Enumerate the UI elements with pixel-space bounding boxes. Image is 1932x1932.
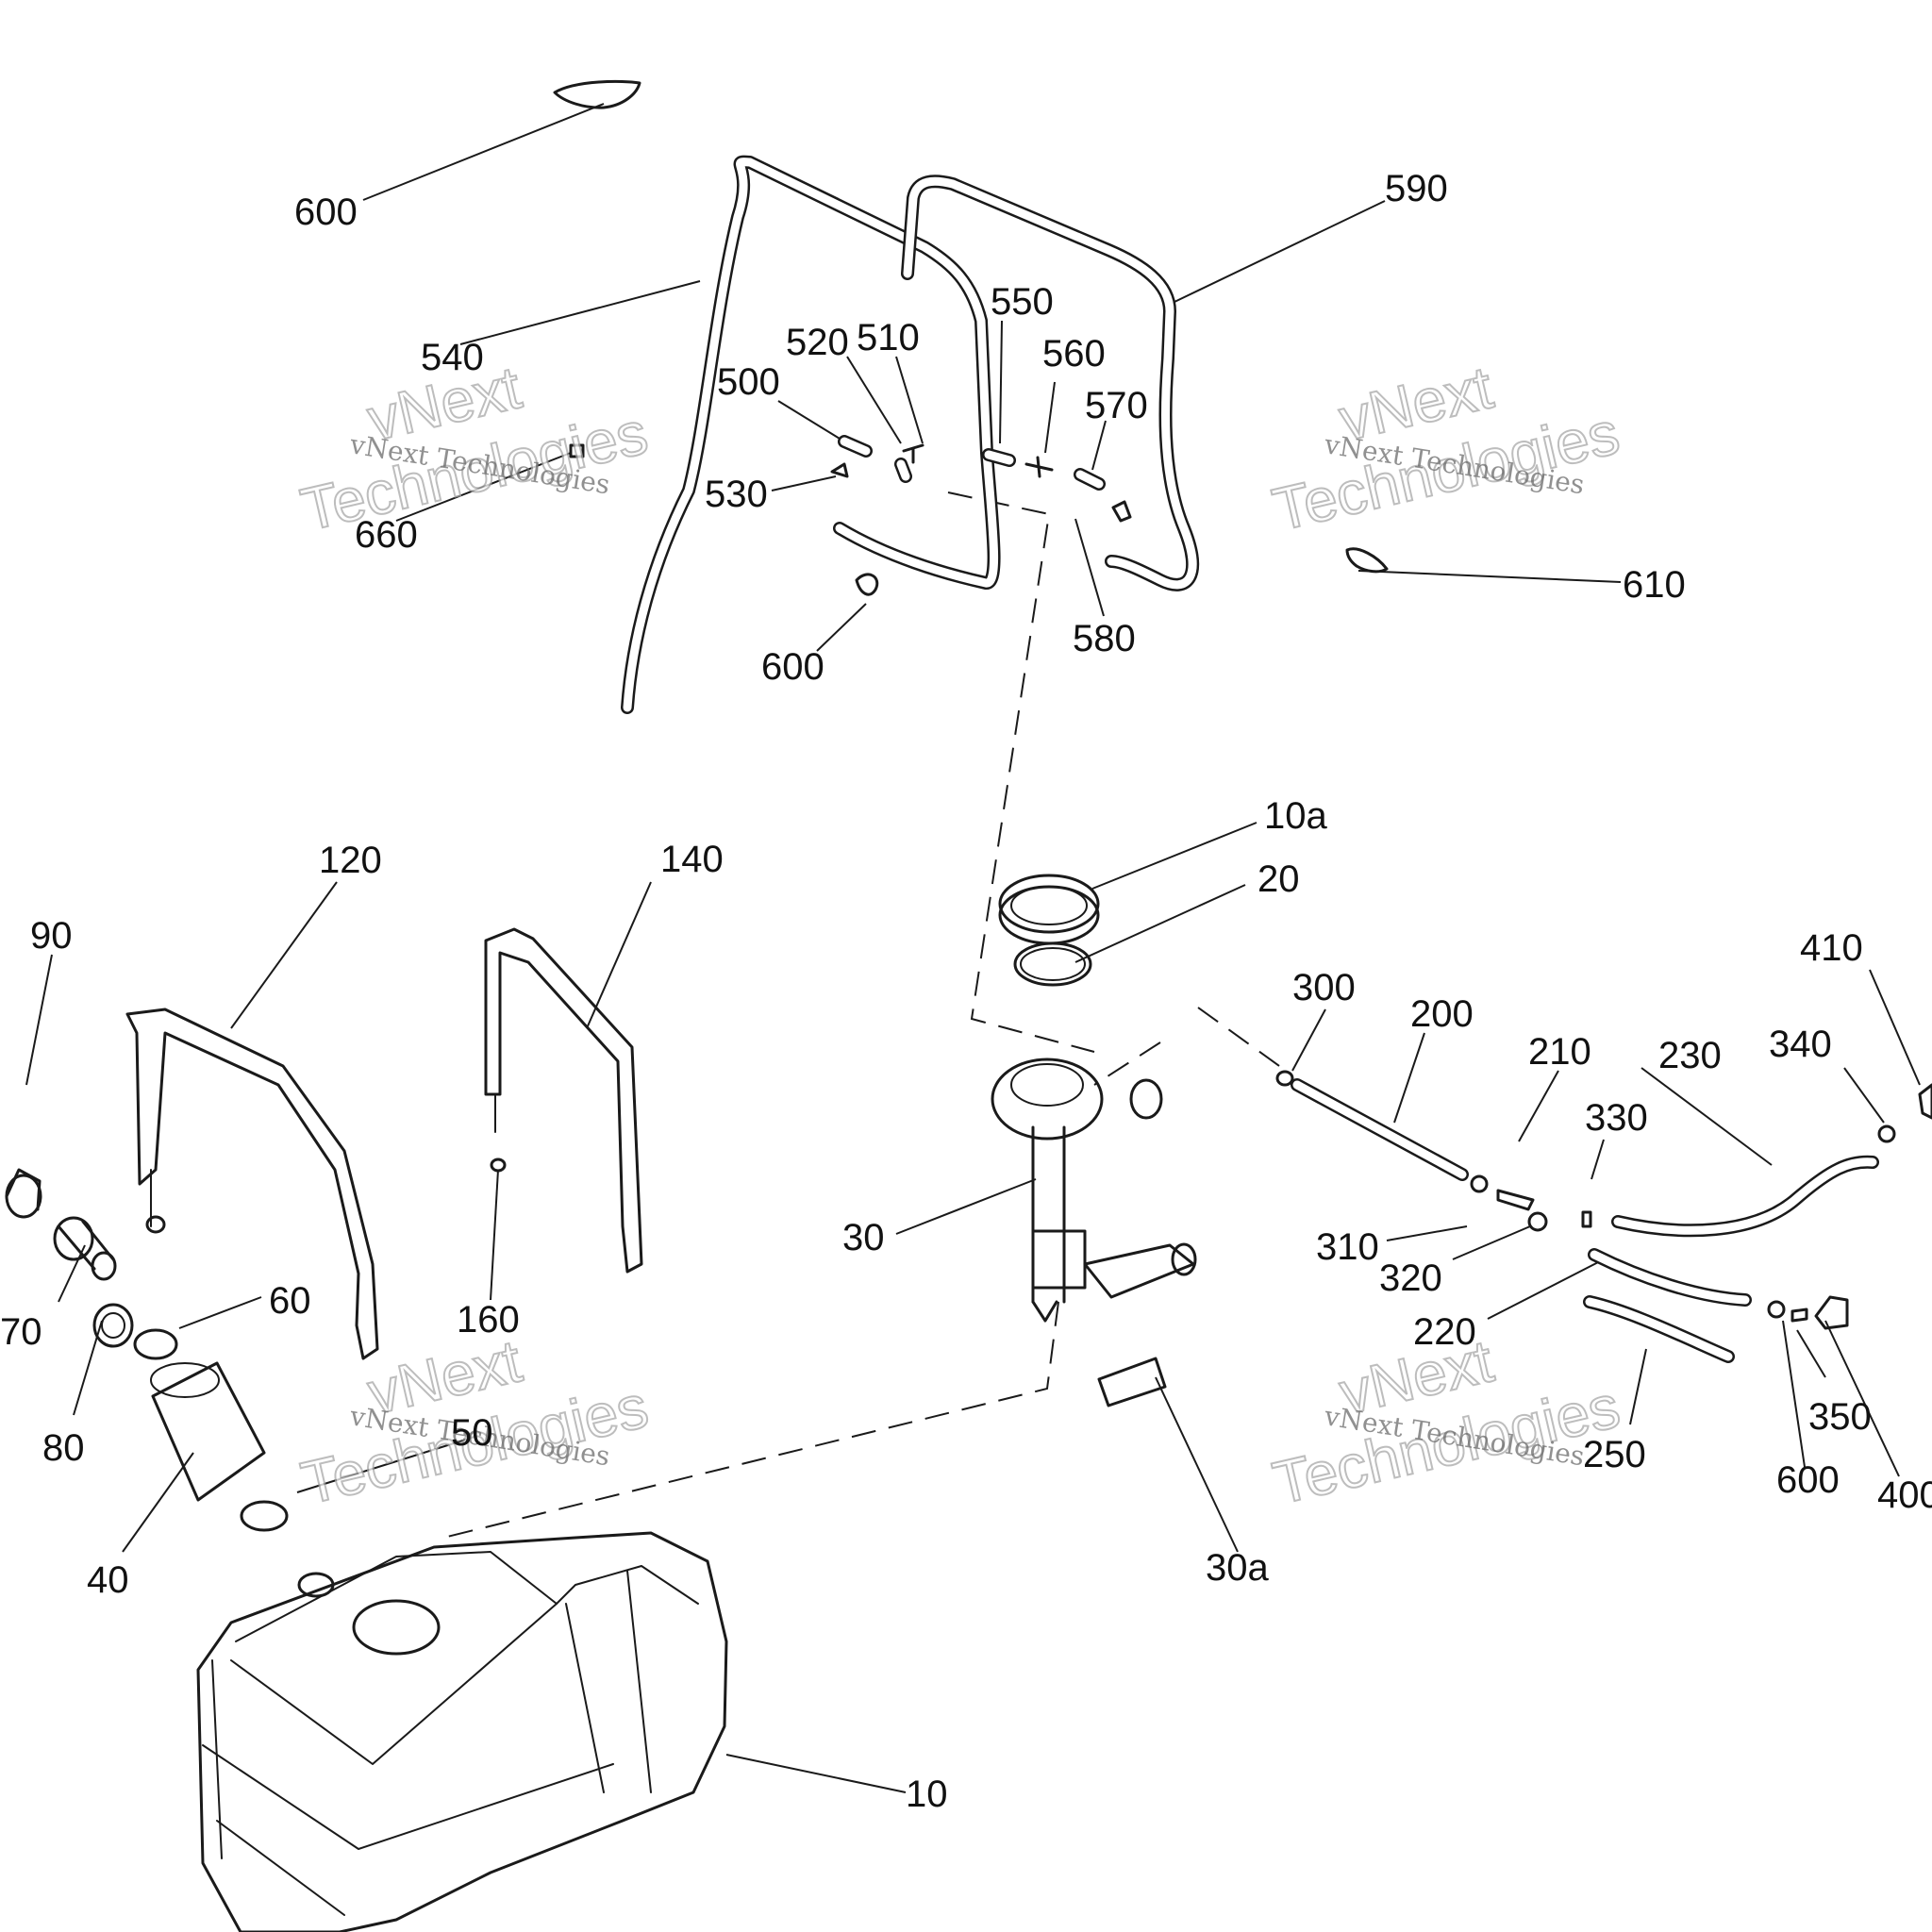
fitting-300 bbox=[1275, 1070, 1294, 1087]
watermark-top-right: vNext Technologies bbox=[1266, 352, 1626, 544]
hose-230 bbox=[1611, 1155, 1879, 1238]
callout-530: 530 bbox=[705, 474, 768, 515]
callout-10a: 10a bbox=[1264, 795, 1327, 837]
callout-560: 560 bbox=[1042, 333, 1106, 375]
filter-30a bbox=[1097, 1357, 1167, 1407]
callout-520: 520 bbox=[786, 322, 849, 363]
vent-hose-590 bbox=[901, 175, 1199, 591]
neck-70 bbox=[53, 1216, 117, 1281]
callout-230: 230 bbox=[1658, 1035, 1722, 1076]
callout-120: 120 bbox=[319, 840, 382, 881]
fuel-tank-10 bbox=[196, 1531, 728, 1932]
callout-60: 60 bbox=[269, 1280, 311, 1322]
callout-540: 540 bbox=[421, 337, 484, 378]
callout-340: 340 bbox=[1769, 1024, 1832, 1065]
callout-330: 330 bbox=[1585, 1097, 1648, 1139]
callout-610: 610 bbox=[1623, 564, 1686, 606]
cap-90 bbox=[5, 1168, 42, 1219]
callout-580: 580 bbox=[1073, 618, 1136, 659]
hose-40 bbox=[150, 1361, 266, 1502]
assembly-dashed-lines bbox=[442, 491, 1293, 1539]
callout-40: 40 bbox=[87, 1559, 129, 1601]
callout-20: 20 bbox=[1257, 858, 1300, 900]
callout-250: 250 bbox=[1583, 1434, 1646, 1475]
clamp-600-top bbox=[553, 79, 641, 109]
callout-labels: 600 590 540 550 520 510 560 500 570 530 … bbox=[0, 168, 1932, 1815]
clamp-50 bbox=[240, 1500, 289, 1532]
callout-140: 140 bbox=[660, 839, 724, 880]
callout-600: 600 bbox=[1776, 1459, 1840, 1501]
pump-filter-sock bbox=[1129, 1078, 1163, 1120]
nut-80 bbox=[92, 1303, 134, 1348]
callout-400: 400 bbox=[1877, 1474, 1932, 1516]
callout-30: 30 bbox=[842, 1217, 885, 1258]
callout-600: 600 bbox=[761, 646, 824, 688]
leader-lines bbox=[25, 103, 1921, 1793]
callout-310: 310 bbox=[1316, 1226, 1379, 1268]
gasket-20 bbox=[1013, 941, 1092, 987]
strap-120 bbox=[125, 1008, 379, 1360]
callout-90: 90 bbox=[30, 915, 73, 957]
callout-600: 600 bbox=[294, 192, 358, 233]
callout-10: 10 bbox=[906, 1774, 948, 1815]
lock-ring-10a bbox=[998, 874, 1100, 945]
callout-80: 80 bbox=[42, 1427, 85, 1469]
callout-590: 590 bbox=[1385, 168, 1448, 209]
callout-160: 160 bbox=[457, 1299, 520, 1341]
fittings-310-320-210-330 bbox=[1470, 1174, 1592, 1232]
callout-50: 50 bbox=[451, 1412, 493, 1454]
callout-30a: 30a bbox=[1206, 1547, 1269, 1589]
fitting-340 bbox=[1877, 1124, 1896, 1143]
callout-570: 570 bbox=[1085, 385, 1148, 426]
nut-160 bbox=[490, 1158, 507, 1173]
fuel-pump-30 bbox=[991, 1058, 1197, 1323]
clamp-610 bbox=[1345, 547, 1389, 574]
hose-200 bbox=[1291, 1078, 1469, 1181]
vent-fittings bbox=[569, 435, 1132, 596]
hose-250 bbox=[1583, 1295, 1735, 1363]
callout-200: 200 bbox=[1410, 993, 1474, 1035]
callout-410: 410 bbox=[1800, 927, 1863, 969]
vent-hose-540 bbox=[621, 155, 1001, 714]
fitting-410 bbox=[1918, 1083, 1932, 1120]
hose-220 bbox=[1588, 1248, 1752, 1307]
callout-350: 350 bbox=[1808, 1396, 1872, 1438]
callout-300: 300 bbox=[1292, 967, 1356, 1008]
clamp-60 bbox=[133, 1328, 178, 1360]
callout-550: 550 bbox=[991, 281, 1054, 323]
callout-320: 320 bbox=[1379, 1257, 1442, 1299]
callout-210: 210 bbox=[1528, 1031, 1591, 1073]
callout-660: 660 bbox=[355, 514, 418, 556]
strap-140 bbox=[484, 927, 643, 1274]
callout-70: 70 bbox=[0, 1311, 42, 1353]
callout-220: 220 bbox=[1413, 1311, 1476, 1353]
fittings-600-350-400 bbox=[1767, 1295, 1849, 1330]
callout-510: 510 bbox=[857, 317, 920, 358]
callout-500: 500 bbox=[717, 361, 780, 403]
nut-strap-120 bbox=[145, 1215, 166, 1234]
